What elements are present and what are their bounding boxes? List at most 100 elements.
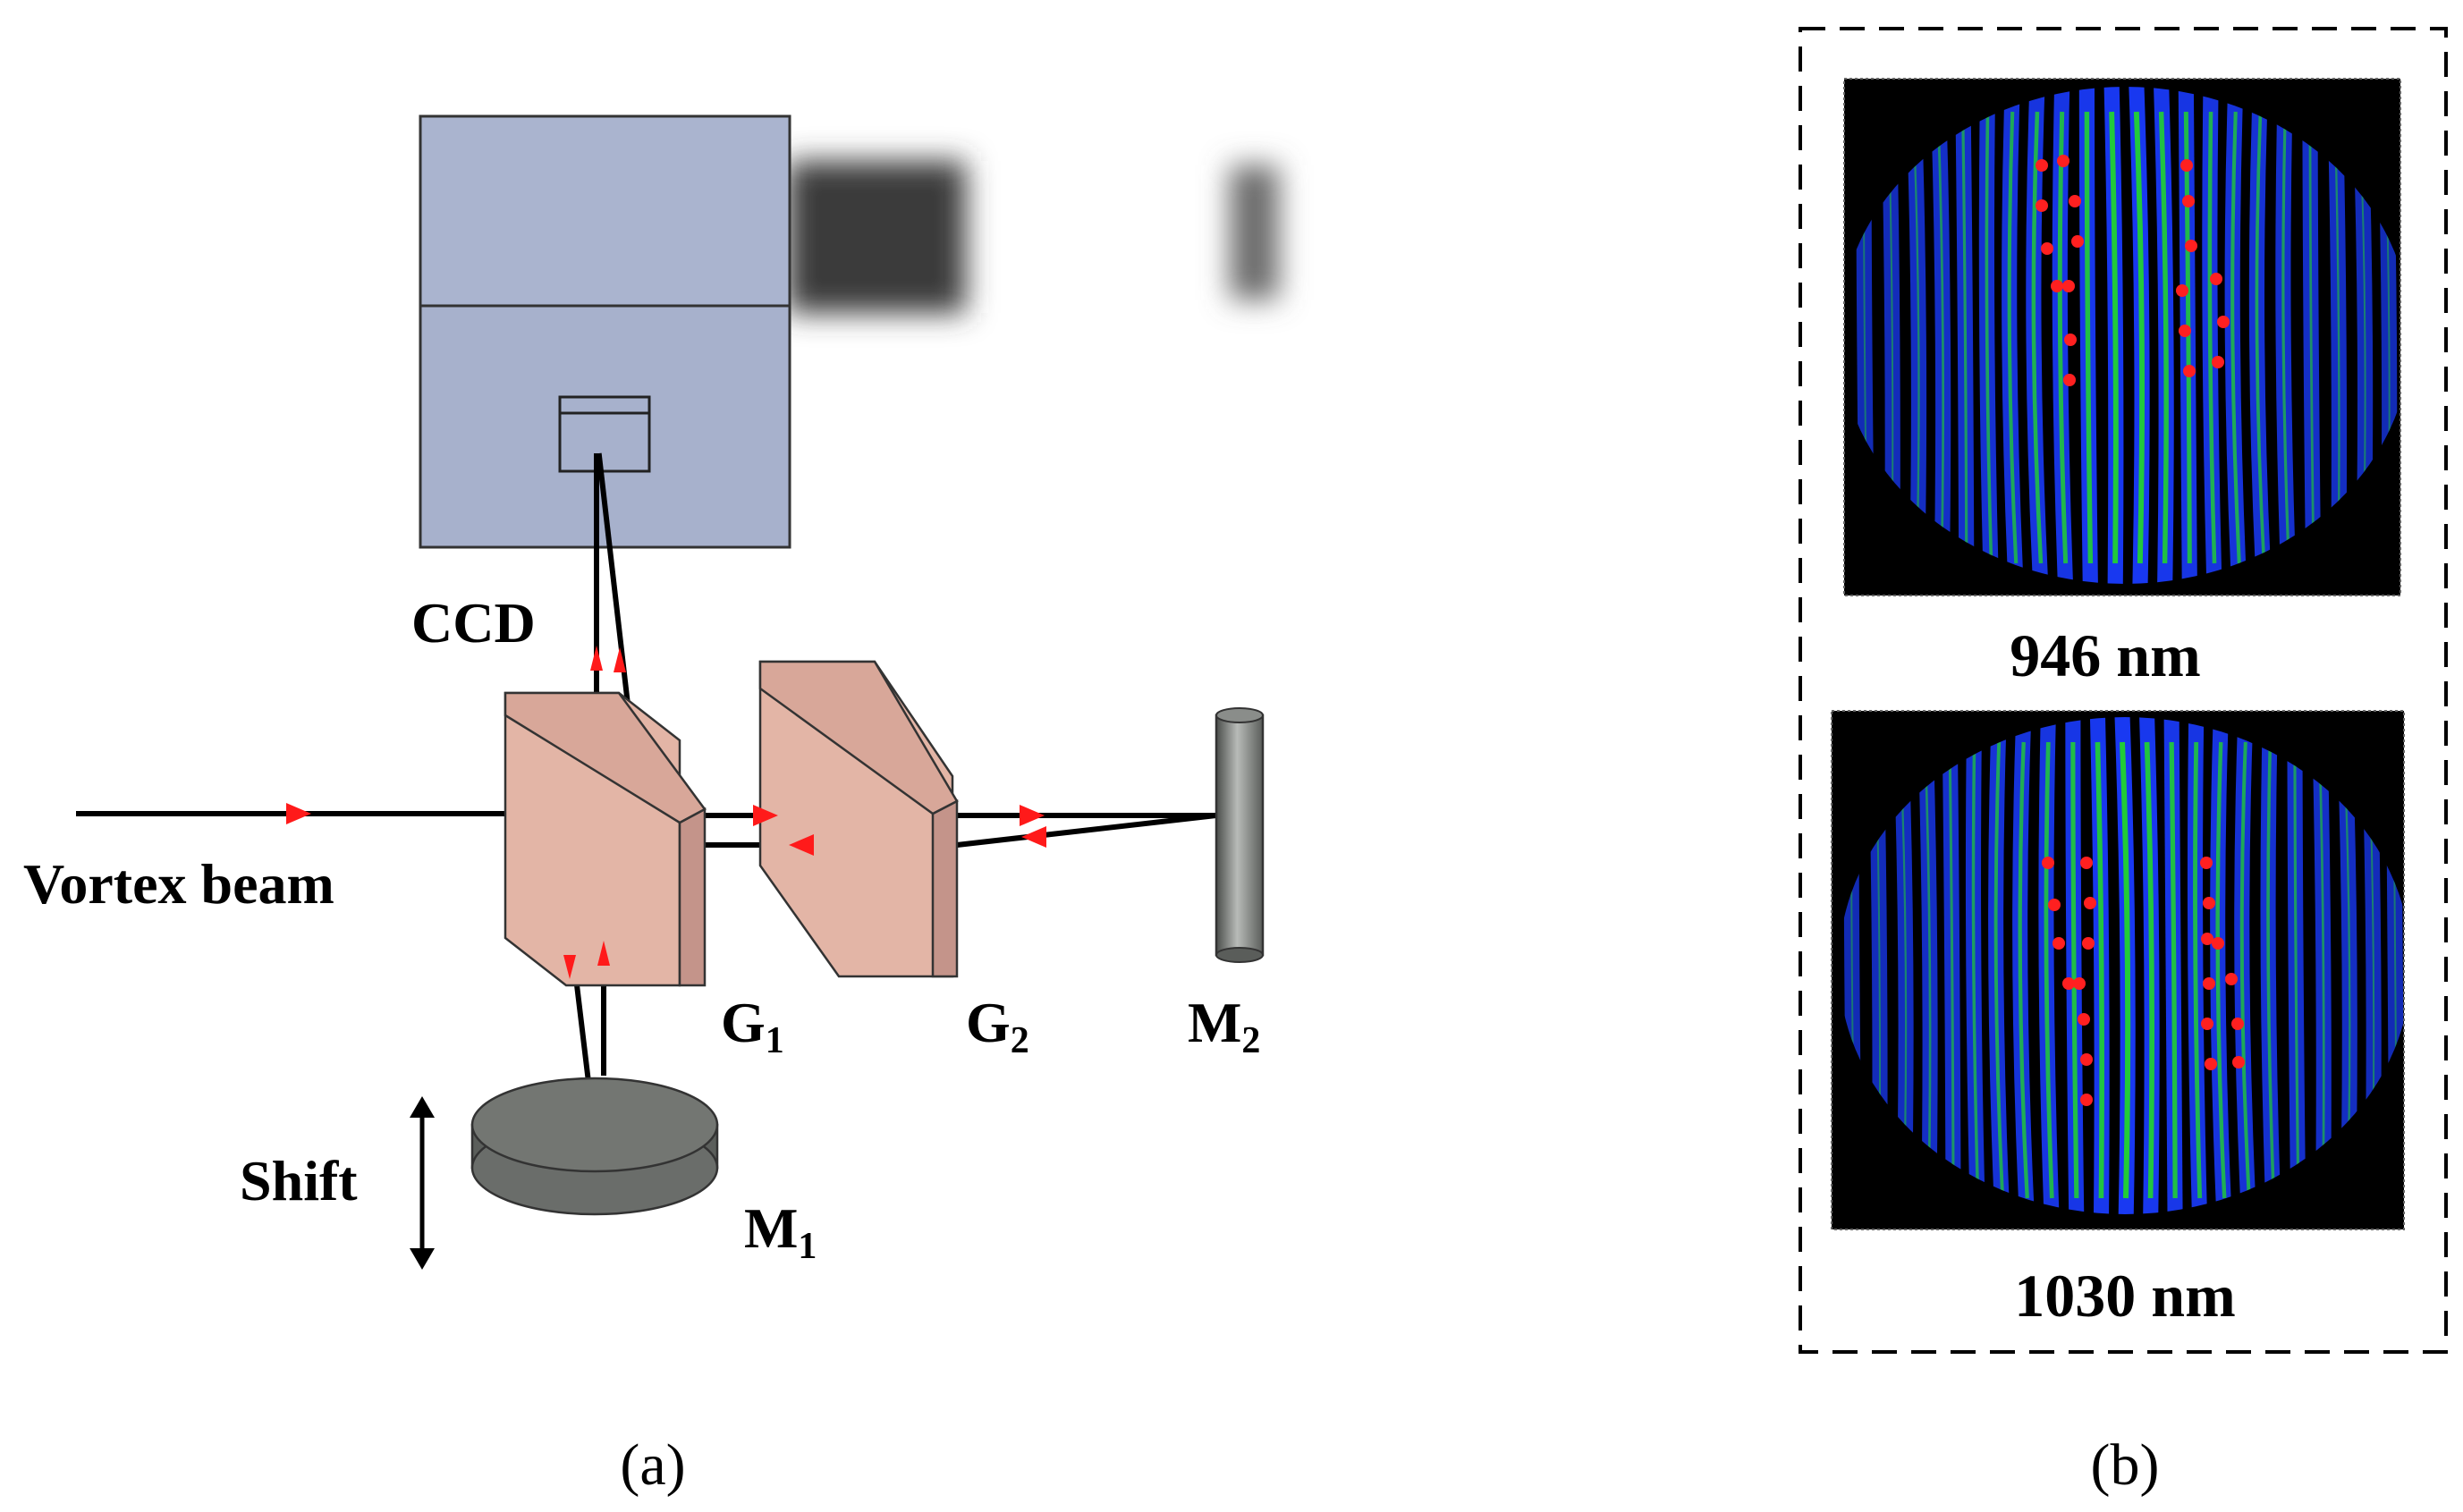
arrow-incoming — [286, 803, 311, 824]
fringe-core — [2207, 111, 2217, 564]
arrow-to-g2 — [753, 805, 778, 826]
singularity-dot — [2073, 977, 2086, 990]
singularity-dot — [2062, 977, 2075, 990]
singularity-dot — [2080, 1053, 2093, 1066]
panel-a: CCD Vortex beam G1 G2 M2 M1 Shift (a) — [23, 114, 1279, 1498]
fringe-core — [1971, 741, 1980, 1199]
label-g2: G2 — [966, 991, 1029, 1061]
singularity-dot — [2082, 937, 2095, 950]
shift-arrow — [410, 1096, 435, 1270]
panel-b: 946 nm 1030 nm (b) — [1799, 27, 2448, 1498]
arrow-up-ccd-left — [590, 646, 603, 671]
singularity-dot — [2201, 933, 2213, 945]
singularity-dot — [2036, 199, 2048, 212]
camera-top-face — [419, 114, 791, 308]
singularity-dot — [2071, 235, 2084, 248]
singularity-dot — [2231, 1018, 2244, 1030]
fringe-core — [2215, 741, 2227, 1199]
mirror-m2 — [1215, 707, 1265, 963]
ccd-camera — [419, 114, 791, 549]
arrow-down-m1 — [563, 955, 576, 979]
fringe-core — [2169, 741, 2178, 1199]
g2-side-face — [931, 798, 959, 978]
arrow-up-ccd-right — [614, 647, 626, 672]
fringe-core — [2084, 111, 2094, 564]
fringe-core — [1936, 111, 1945, 564]
caption-a: (a) — [620, 1432, 685, 1498]
fringe-core — [2255, 111, 2266, 564]
singularity-dot — [2078, 1013, 2090, 1026]
singularity-dot — [2210, 273, 2222, 285]
fringe-core — [2119, 741, 2131, 1199]
label-1030nm: 1030 nm — [2014, 1262, 2235, 1330]
singularity-dot — [2205, 1058, 2217, 1070]
beam-direction-arrows — [286, 646, 1046, 979]
singularity-dot — [2203, 977, 2215, 990]
singularity-dot — [2062, 280, 2075, 292]
plate-g1 — [504, 691, 707, 987]
singularity-dot — [2052, 937, 2065, 950]
fringe-core — [2318, 741, 2325, 1199]
singularity-dot — [2176, 284, 2188, 297]
singularity-dot — [2051, 280, 2063, 292]
label-vortex-beam: Vortex beam — [23, 852, 334, 916]
fringe-core — [1948, 741, 1955, 1199]
ccd-sensor-window — [558, 395, 651, 473]
fringe-core — [2057, 111, 2069, 564]
singularity-dot — [2042, 857, 2054, 869]
arrow-from-m2 — [1021, 826, 1046, 848]
label-m1: M1 — [744, 1196, 817, 1267]
fringe-core — [2095, 741, 2104, 1199]
singularity-dot — [2232, 1056, 2245, 1069]
fringe-core — [2031, 111, 2044, 564]
fringe-core — [2230, 111, 2241, 564]
fringe-core — [1961, 111, 1968, 564]
singularity-dot — [2180, 159, 2193, 172]
singularity-dot — [2212, 937, 2224, 950]
label-shift: Shift — [240, 1149, 358, 1212]
mirror-m1 — [470, 1077, 719, 1216]
singularity-dot — [2069, 195, 2081, 207]
fringe-core — [2183, 111, 2192, 564]
arrow-from-g2 — [789, 834, 814, 856]
singularity-dot — [2080, 1094, 2093, 1106]
fringe-core — [2007, 111, 2019, 564]
g1-side-face — [678, 807, 707, 987]
singularity-dot — [2217, 316, 2230, 328]
fringe-core — [2281, 111, 2290, 564]
fringe-core — [1993, 741, 2005, 1199]
camera-lens-blur — [787, 161, 1279, 313]
singularity-dot — [2048, 899, 2061, 911]
singularity-dot — [2064, 334, 2077, 346]
fringe-core — [2018, 741, 2029, 1199]
singularity-dot — [2036, 159, 2048, 172]
fringe-core — [2266, 741, 2276, 1199]
plate-g2 — [758, 660, 959, 978]
singularity-dot — [2063, 374, 2076, 386]
singularity-dot — [2080, 857, 2093, 869]
arrow-up-m1 — [597, 941, 610, 966]
fringe-core — [1985, 111, 1993, 564]
fringe-core — [2070, 741, 2079, 1199]
fringe-core — [2193, 741, 2203, 1199]
interferogram-946 — [1843, 78, 2401, 596]
arrow-to-m2 — [1020, 805, 1045, 826]
label-ccd: CCD — [411, 591, 536, 655]
singularity-dot — [2183, 365, 2196, 377]
fringe-core — [1912, 111, 1920, 564]
fringe-core — [2133, 111, 2146, 564]
fringe-core — [1924, 741, 1932, 1199]
fringe-core — [2109, 111, 2119, 564]
label-m2: M2 — [1188, 991, 1260, 1061]
fringe-core — [2239, 741, 2251, 1199]
singularity-dot — [2179, 325, 2191, 337]
label-g1: G1 — [721, 991, 784, 1061]
fringe-core — [2158, 111, 2169, 564]
fringe-core — [2044, 741, 2054, 1199]
g2-m2-beam-lower — [953, 812, 1220, 849]
fringe-core — [2144, 741, 2154, 1199]
singularity-dot — [2203, 897, 2215, 909]
singularity-dot — [2057, 155, 2069, 167]
singularity-dot — [2182, 195, 2195, 207]
